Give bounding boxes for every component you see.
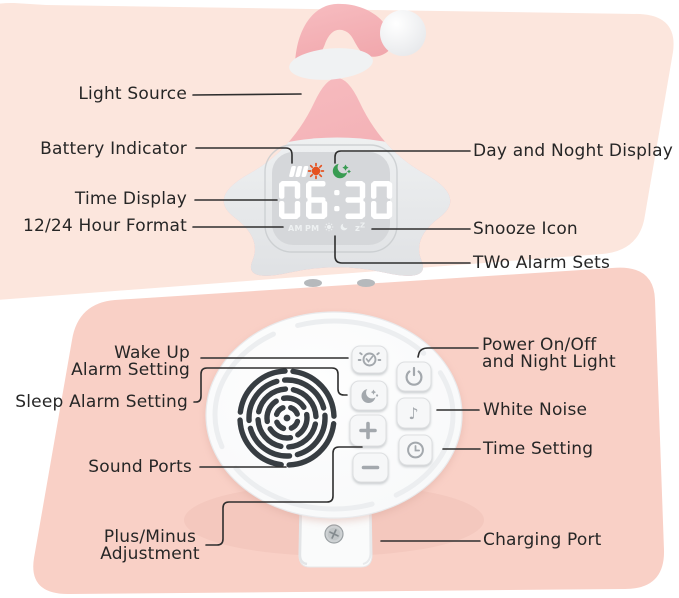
white-noise-button[interactable]: ♪ bbox=[396, 397, 431, 429]
leader-lines bbox=[192, 93, 481, 546]
label-battery-indicator: Battery Indicator bbox=[40, 139, 187, 159]
leader-light-source bbox=[192, 93, 302, 96]
clock-icon bbox=[407, 441, 424, 459]
label-time-display: Time Display bbox=[74, 189, 187, 209]
label-power-line2: and Night Light bbox=[482, 351, 616, 372]
stand-inner-shade-left bbox=[298, 504, 308, 566]
moon-stars-icon bbox=[361, 386, 379, 403]
label-power-line1: Power On/Off bbox=[482, 335, 597, 355]
day-sun-icon bbox=[307, 162, 325, 180]
power-night-light-button[interactable] bbox=[396, 361, 432, 392]
label-plus-minus: Plus/Minus Adjustment bbox=[95, 529, 205, 562]
display-status-row: AM PM zZ bbox=[288, 222, 365, 235]
hat-band bbox=[289, 48, 373, 80]
plus-icon bbox=[359, 421, 377, 440]
label-day-night-display: Day and Noght Display bbox=[473, 141, 673, 161]
label-sound-ports: Sound Ports bbox=[88, 457, 192, 477]
sound-ports-grille bbox=[237, 368, 337, 468]
label-sleep-alarm: Sleep Alarm Setting bbox=[15, 392, 188, 412]
leader-plus-minus bbox=[205, 446, 363, 546]
label-wake-up-line2: Alarm Setting bbox=[71, 359, 190, 380]
leader-battery-indicator bbox=[195, 147, 293, 164]
wake-up-alarm-button[interactable] bbox=[351, 345, 388, 374]
sleep-alarm-button[interactable] bbox=[350, 380, 388, 411]
time-setting-button[interactable] bbox=[398, 434, 433, 466]
button-panel: ♪ bbox=[349, 345, 433, 483]
label-power-night-light: Power On/Off and Night Light bbox=[482, 337, 616, 370]
pm-label: PM bbox=[305, 224, 319, 233]
sleep-alarm-moon-icon bbox=[340, 222, 349, 231]
santa-hat bbox=[289, 3, 426, 80]
label-white-noise: White Noise bbox=[483, 400, 588, 420]
power-icon bbox=[405, 366, 423, 386]
label-wake-up-alarm: Wake Up Alarm Setting bbox=[0, 345, 190, 378]
leader-day-night-display bbox=[334, 150, 471, 164]
label-charging-port: Charging Port bbox=[483, 530, 602, 550]
label-wake-up-line1: Wake Up bbox=[114, 343, 190, 363]
label-time-setting: Time Setting bbox=[483, 439, 594, 459]
label-plus-minus-line2: Adjustment bbox=[100, 543, 200, 564]
battery-icon bbox=[289, 166, 309, 177]
leader-power bbox=[417, 347, 479, 358]
clock-display bbox=[272, 152, 390, 245]
wake-alarm-sun-icon bbox=[324, 222, 334, 232]
label-plus-minus-line1: Plus/Minus bbox=[103, 527, 197, 547]
am-label: AM bbox=[288, 224, 303, 233]
snooze-zz-icon: zZ bbox=[355, 222, 365, 235]
star-foot-right bbox=[357, 279, 375, 287]
display-outline-ring bbox=[264, 144, 398, 253]
back-rim bbox=[212, 318, 456, 512]
label-light-source: Light Source bbox=[78, 84, 187, 104]
label-hour-format: 12/24 Hour Format bbox=[22, 216, 187, 236]
time-digits bbox=[279, 181, 393, 219]
leader-sleep-alarm bbox=[193, 367, 348, 403]
night-moon-icon bbox=[332, 161, 351, 179]
hat-pompom bbox=[380, 10, 426, 56]
stand-inner-shade-right bbox=[362, 504, 372, 565]
label-snooze-icon: Snooze Icon bbox=[473, 219, 578, 239]
music-note-icon: ♪ bbox=[408, 404, 418, 423]
leader-two-alarm-sets bbox=[334, 235, 471, 264]
alarm-ring-icon bbox=[357, 352, 382, 367]
plus-button[interactable] bbox=[349, 414, 387, 447]
star-foot-left bbox=[304, 279, 322, 287]
minus-button[interactable] bbox=[352, 452, 389, 483]
screw bbox=[324, 524, 344, 544]
label-two-alarm-sets: TWo Alarm Sets bbox=[473, 253, 610, 273]
